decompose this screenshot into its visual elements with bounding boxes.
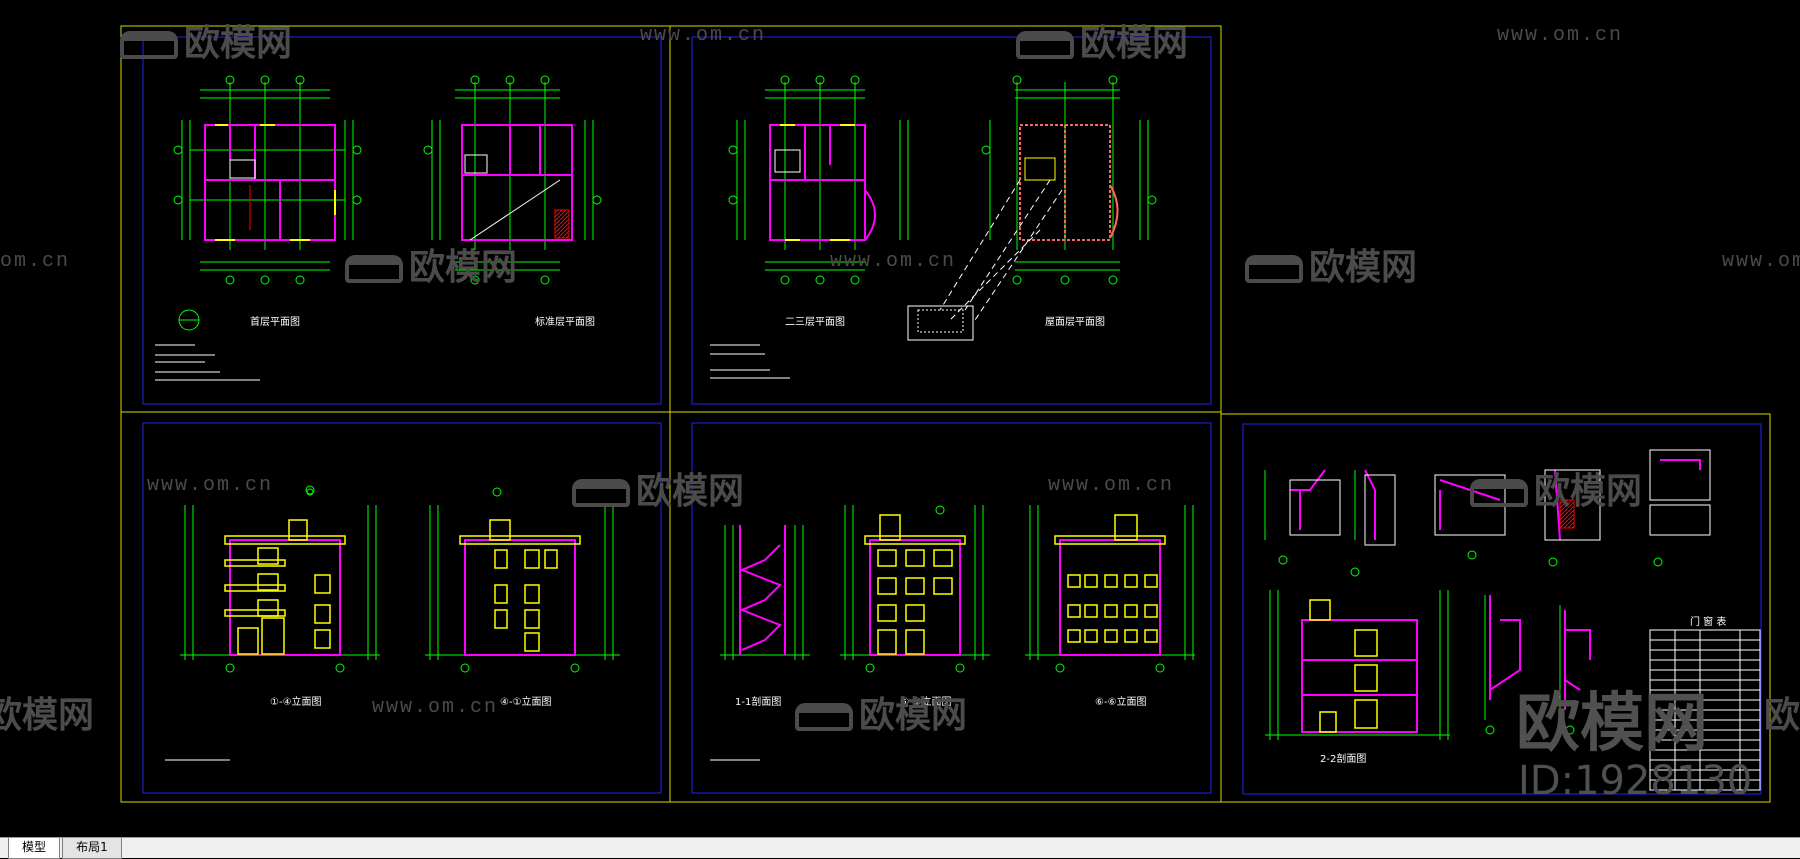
svg-text:2-2剖面图: 2-2剖面图	[1320, 752, 1366, 765]
watermark-url: www.om.cn	[1497, 24, 1624, 47]
svg-text:门 窗 表: 门 窗 表	[1690, 615, 1726, 628]
elevation-rear: ④-①立面图	[425, 487, 620, 708]
plan-roof: 屋面层平面图	[907, 75, 1157, 341]
sofa-logo-icon	[120, 31, 178, 59]
plan-second-floor: 标准层平面图	[423, 75, 602, 328]
watermark-logo: 欧模网	[572, 462, 744, 514]
svg-text:⑥-⑥立面图: ⑥-⑥立面图	[900, 695, 952, 708]
sofa-logo-icon	[345, 255, 403, 283]
tab-model[interactable]: 模型	[8, 838, 60, 859]
details-sheet: 2-2剖面图 门 窗 表	[1264, 449, 1761, 791]
svg-text:首层平面图: 首层平面图	[250, 315, 300, 328]
svg-text:1-1剖面图: 1-1剖面图	[735, 695, 781, 708]
layout-tab-bar: 模型 布局1	[0, 837, 1800, 859]
svg-text:④-①立面图: ④-①立面图	[500, 695, 552, 708]
watermark-url: om.cn	[0, 250, 71, 273]
watermark-url: www.om.cn	[147, 474, 274, 497]
sofa-logo-icon	[795, 703, 853, 731]
svg-text:屋面层平面图: 屋面层平面图	[1045, 316, 1105, 328]
watermark-logo: 欧模网	[1764, 695, 1800, 736]
watermark-url: www.om.cn	[1722, 250, 1800, 273]
watermark-logo: 欧模网	[1245, 238, 1417, 290]
watermark-url: www.om.cn	[640, 24, 767, 47]
elevation-front: ①-④立面图	[165, 485, 380, 761]
watermark-logo: 欧模网	[795, 686, 967, 738]
sofa-logo-icon	[572, 479, 630, 507]
plan-third-floor: 二三层平面图	[710, 75, 909, 379]
plan-ground-floor: 首层平面图	[155, 75, 362, 381]
elevation-side-a: ⑥-⑥立面图	[840, 505, 990, 708]
sofa-logo-icon	[1470, 479, 1528, 507]
sofa-logo-icon	[1016, 31, 1074, 59]
svg-text:⑥-⑥立面图: ⑥-⑥立面图	[1095, 695, 1147, 708]
door-window-schedule	[1649, 629, 1761, 791]
svg-text:二三层平面图: 二三层平面图	[785, 316, 845, 328]
tab-layout-1[interactable]: 布局1	[62, 838, 122, 859]
inner-borders	[142, 36, 1762, 795]
watermark-url: www.om.cn	[1048, 474, 1175, 497]
watermark-logo: 欧模网	[120, 14, 292, 66]
sheet-frames	[120, 25, 1771, 803]
sofa-logo-icon	[1245, 255, 1303, 283]
elevation-side-b: ⑥-⑥立面图	[1025, 505, 1195, 708]
watermark-logo: 欧模网	[1470, 462, 1642, 514]
watermark-big-logo: 欧模网	[1516, 687, 1708, 761]
watermark-logo: 欧模网	[1016, 14, 1188, 66]
drawing-canvas[interactable]: 首层平面图 标准层平面图	[0, 0, 1800, 837]
cad-drawing: 首层平面图 标准层平面图	[120, 25, 1771, 803]
watermark-logo: 欧模网	[345, 238, 517, 290]
watermark-id: ID:1928130	[1518, 758, 1753, 804]
watermark-url: www.om.cn	[830, 250, 957, 273]
watermark-logo: 欧模网	[0, 695, 95, 736]
svg-text:①-④立面图: ①-④立面图	[270, 695, 322, 708]
svg-text:标准层平面图: 标准层平面图	[535, 316, 595, 328]
section-stair: 1-1剖面图	[710, 525, 810, 761]
watermark-url: www.om.cn	[372, 696, 499, 719]
